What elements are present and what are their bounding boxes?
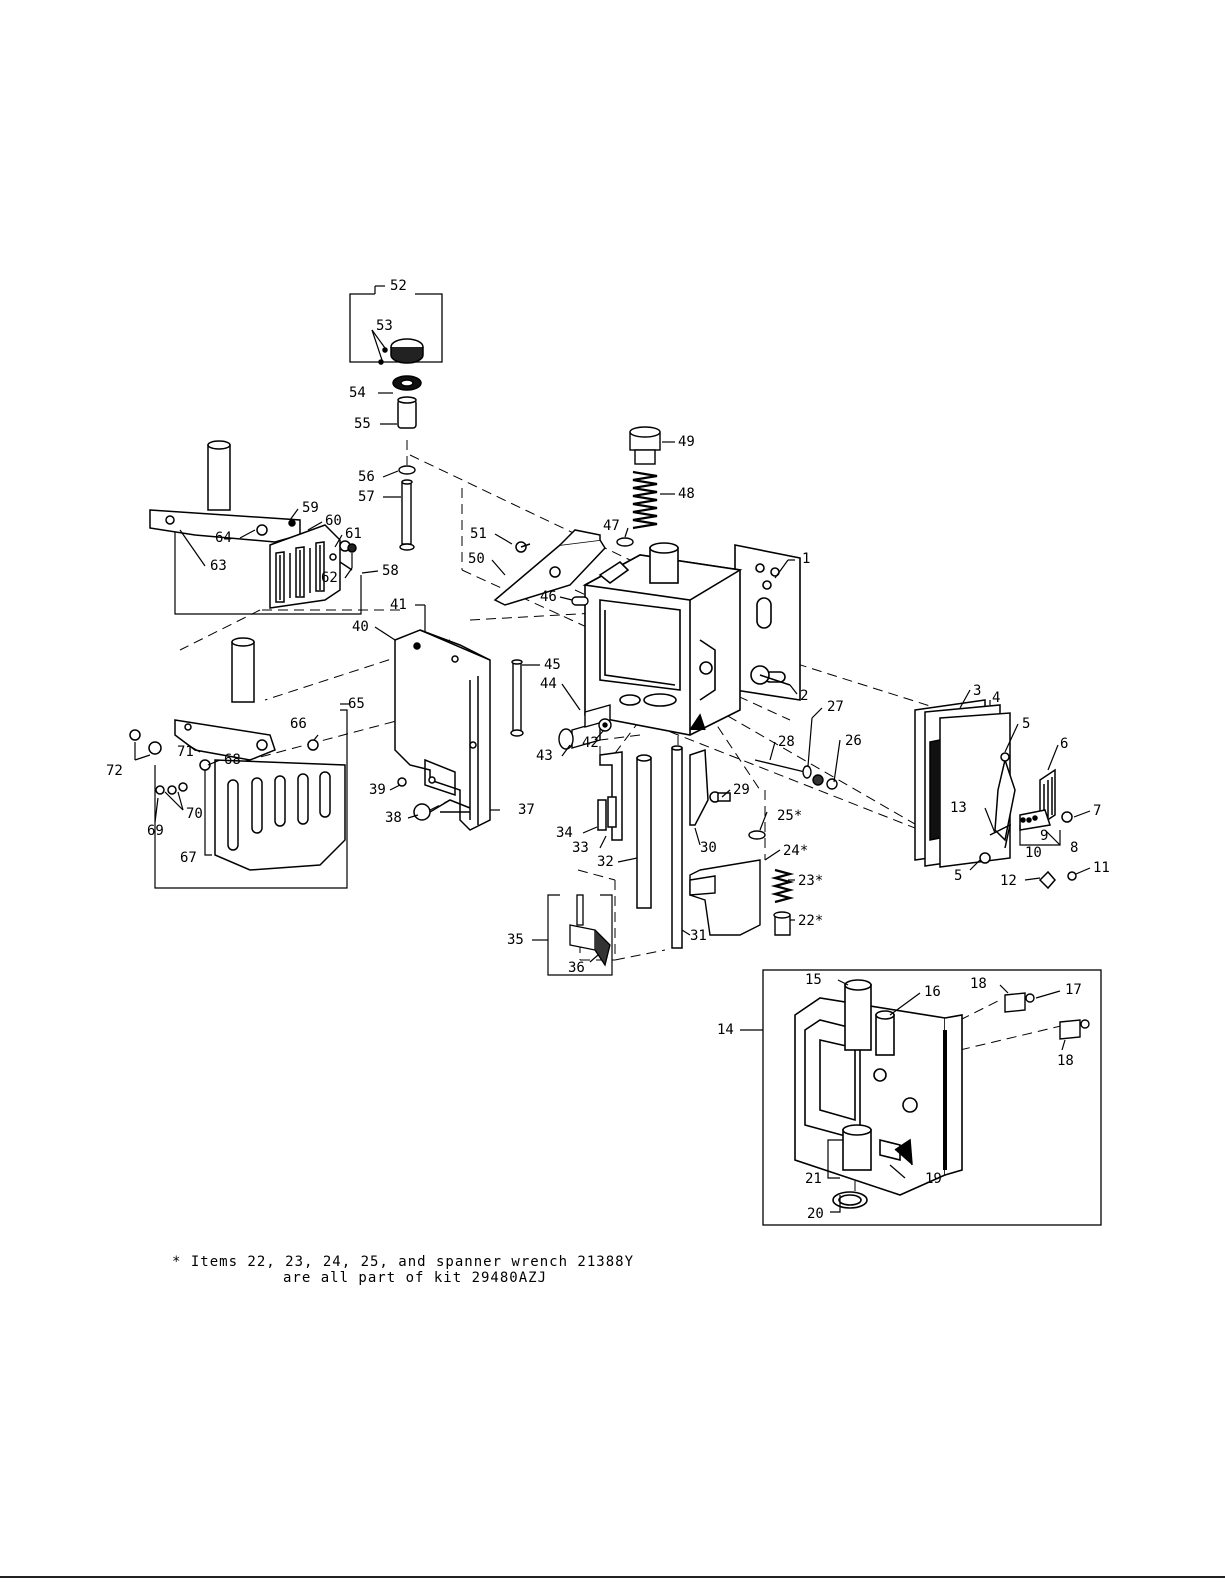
pin-57 (399, 466, 415, 550)
callout-63: 63 (210, 558, 227, 574)
callout-56: 56 (358, 469, 375, 485)
callout-24: 24* (783, 843, 808, 859)
callout-1: 1 (802, 551, 810, 567)
spring-48 (633, 472, 657, 528)
callout-40: 40 (352, 619, 369, 635)
callout-15: 15 (805, 972, 822, 988)
callout-45: 45 (544, 657, 561, 673)
blocks-17-18 (1005, 993, 1089, 1039)
callout-44: 44 (540, 676, 557, 692)
callout-25: 25* (777, 808, 802, 824)
kit-footnote-line-2: are all part of kit 29480AZJ (283, 1270, 547, 1286)
callout-2: 2 (800, 688, 808, 704)
callout-50: 50 (468, 551, 485, 567)
callout-64: 64 (215, 530, 232, 546)
callout-33: 33 (572, 840, 589, 856)
callout-12: 12 (1000, 873, 1017, 889)
callout-34: 34 (556, 825, 573, 841)
callout-71: 71 (177, 744, 194, 760)
callout-54: 54 (349, 385, 366, 401)
callout-18-upper: 18 (970, 976, 987, 992)
callout-9: 9 (1040, 828, 1048, 844)
callout-59: 59 (302, 500, 319, 516)
callout-57: 57 (358, 489, 375, 505)
callout-60: 60 (325, 513, 342, 529)
callout-27: 27 (827, 699, 844, 715)
callout-30: 30 (700, 840, 717, 856)
callout-21: 21 (805, 1171, 822, 1187)
callout-37: 37 (518, 802, 535, 818)
handle-cap-assembly (379, 339, 423, 428)
callout-3: 3 (973, 683, 981, 699)
callout-58: 58 (382, 563, 399, 579)
callout-72: 72 (106, 763, 123, 779)
callout-61: 61 (345, 526, 362, 542)
callout-38: 38 (385, 810, 402, 826)
callout-49: 49 (678, 434, 695, 450)
callout-7: 7 (1093, 803, 1101, 819)
callout-41: 41 (390, 597, 407, 613)
callout-26: 26 (845, 733, 862, 749)
callout-39: 39 (369, 782, 386, 798)
callout-20: 20 (807, 1206, 824, 1222)
callout-5-upper: 5 (1022, 716, 1030, 732)
callout-55: 55 (354, 416, 371, 432)
callout-65: 65 (348, 696, 365, 712)
main-body (585, 543, 800, 735)
callout-4: 4 (992, 690, 1000, 706)
callout-43: 43 (536, 748, 553, 764)
callout-13: 13 (950, 800, 967, 816)
page-bottom-rule (0, 1576, 1225, 1578)
callout-17: 17 (1065, 982, 1082, 998)
callout-29: 29 (733, 782, 750, 798)
callout-46: 46 (540, 589, 557, 605)
callout-48: 48 (678, 486, 695, 502)
callout-66: 66 (290, 716, 307, 732)
callout-19: 19 (925, 1171, 942, 1187)
callout-62: 62 (321, 570, 338, 586)
callout-42: 42 (582, 735, 599, 751)
callout-6: 6 (1060, 736, 1068, 752)
callout-69: 69 (147, 823, 164, 839)
callout-35: 35 (507, 932, 524, 948)
callout-31: 31 (690, 928, 707, 944)
callout-22: 22* (798, 913, 823, 929)
callout-14: 14 (717, 1022, 734, 1038)
callout-36: 36 (568, 960, 585, 976)
callout-18-lower: 18 (1057, 1053, 1074, 1069)
right-plate-assembly (915, 700, 1076, 888)
callout-52: 52 (390, 278, 407, 294)
callout-23: 23* (798, 873, 823, 889)
callout-47: 47 (603, 518, 620, 534)
callout-51: 51 (470, 526, 487, 542)
plunger-spring-assembly (617, 427, 660, 546)
callout-67: 67 (180, 850, 197, 866)
callout-32: 32 (597, 854, 614, 870)
callout-16: 16 (924, 984, 941, 1000)
callout-53: 53 (376, 318, 393, 334)
kit-footnote-line-1: * Items 22, 23, 24, 25, and spanner wren… (172, 1254, 634, 1270)
callout-28: 28 (778, 734, 795, 750)
callout-11: 11 (1093, 860, 1110, 876)
callout-5-lower: 5 (954, 868, 962, 884)
callout-68: 68 (224, 752, 241, 768)
callout-70: 70 (186, 806, 203, 822)
side-plate-40 (395, 630, 490, 830)
callout-10: 10 (1025, 845, 1042, 861)
callout-8: 8 (1070, 840, 1078, 856)
